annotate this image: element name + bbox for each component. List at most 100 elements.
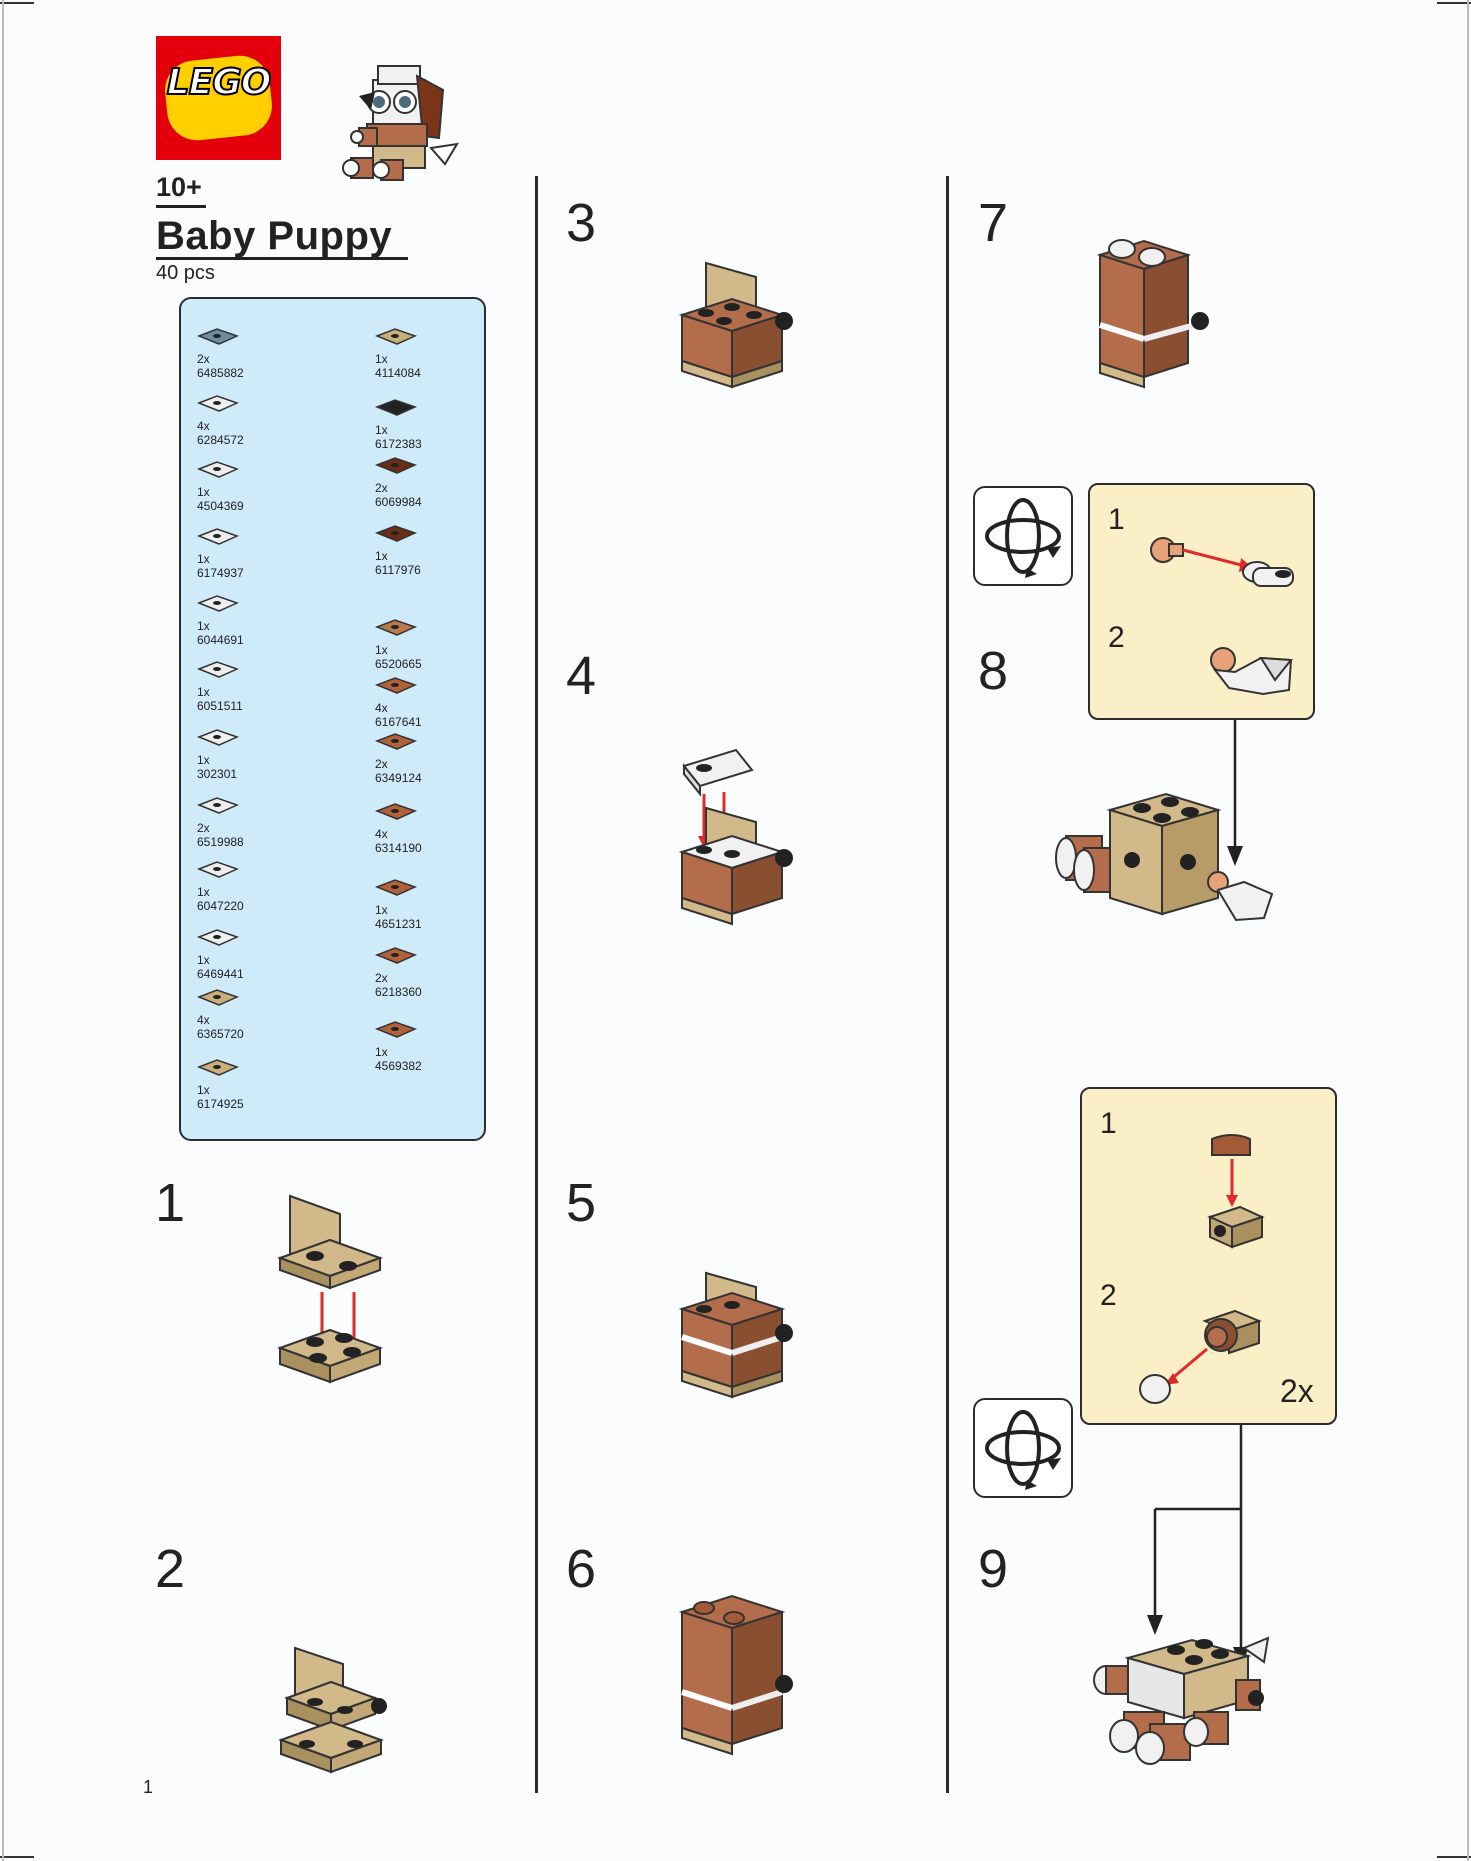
part-element-id: 6485882 bbox=[197, 366, 244, 380]
crop-mark-top-left bbox=[0, 2, 34, 4]
part-icon bbox=[197, 528, 240, 545]
crop-mark-bottom-right bbox=[1437, 1856, 1471, 1858]
part-quantity: 4x bbox=[197, 419, 210, 433]
part-element-id: 6047220 bbox=[197, 899, 244, 913]
set-title-underline bbox=[156, 257, 408, 260]
part-element-id: 6218360 bbox=[375, 985, 422, 999]
part-icon bbox=[375, 677, 418, 694]
part-icon bbox=[197, 661, 240, 678]
step-3-illustration bbox=[678, 261, 793, 389]
step-7-illustration bbox=[1096, 239, 1209, 389]
part-element-id: 4651231 bbox=[375, 917, 422, 931]
column-divider-2 bbox=[946, 176, 949, 1793]
step-number-5: 5 bbox=[566, 1173, 597, 1233]
column-divider-1 bbox=[535, 176, 538, 1793]
puppy-model-image bbox=[342, 65, 459, 181]
step-9-sub-assembly-callout: 1 2 2x bbox=[1080, 1087, 1337, 1425]
part-icon bbox=[197, 328, 240, 345]
part-quantity: 4x bbox=[197, 1013, 210, 1027]
part-icon bbox=[375, 525, 418, 542]
step-8-substep-1: 1 bbox=[1108, 503, 1125, 536]
part-quantity: 1x bbox=[197, 753, 210, 767]
step-number-9: 9 bbox=[978, 1539, 1009, 1599]
step-number-4: 4 bbox=[566, 646, 597, 706]
part-icon bbox=[197, 729, 240, 746]
part-quantity: 4x bbox=[375, 701, 388, 715]
step-9-substep-2-art bbox=[1139, 1309, 1262, 1404]
step-8-connector-arrow bbox=[1227, 720, 1243, 866]
step-8-substep-1-art bbox=[1150, 537, 1294, 587]
step-number-6: 6 bbox=[566, 1539, 597, 1599]
age-rating: 10+ bbox=[156, 172, 202, 202]
part-icon bbox=[375, 328, 418, 345]
part-quantity: 2x bbox=[197, 821, 210, 835]
step-number-3: 3 bbox=[566, 193, 597, 253]
lego-logo-text: LEGO bbox=[166, 61, 273, 104]
part-icon bbox=[375, 399, 418, 416]
part-quantity: 1x bbox=[197, 953, 210, 967]
step-4-illustration bbox=[678, 748, 793, 926]
rotate-model-icon-step9 bbox=[973, 1398, 1073, 1498]
part-icon bbox=[197, 797, 240, 814]
step-number-2: 2 bbox=[155, 1539, 186, 1599]
page-edge-right bbox=[1467, 0, 1469, 1861]
step-number-1: 1 bbox=[155, 1173, 186, 1233]
part-quantity: 1x bbox=[197, 619, 210, 633]
piece-count: 40 pcs bbox=[156, 262, 215, 284]
part-quantity: 1x bbox=[197, 685, 210, 699]
part-element-id: 4504369 bbox=[197, 499, 244, 513]
step-2-illustration bbox=[278, 1646, 387, 1774]
part-quantity: 1x bbox=[197, 1083, 210, 1097]
part-icon bbox=[197, 1059, 240, 1076]
part-icon bbox=[375, 733, 418, 750]
part-icon bbox=[375, 619, 418, 636]
part-element-id: 6174925 bbox=[197, 1097, 244, 1111]
step-5-illustration bbox=[678, 1271, 793, 1399]
part-element-id: 6174937 bbox=[197, 566, 244, 580]
part-element-id: 6069984 bbox=[375, 495, 422, 509]
part-quantity: 2x bbox=[197, 352, 210, 366]
part-element-id: 4569382 bbox=[375, 1059, 422, 1073]
part-quantity: 2x bbox=[375, 971, 388, 985]
part-element-id: 6167641 bbox=[375, 715, 422, 729]
part-element-id: 6349124 bbox=[375, 771, 422, 785]
part-icon bbox=[197, 929, 240, 946]
part-element-id: 6469441 bbox=[197, 967, 244, 981]
part-element-id: 302301 bbox=[197, 767, 238, 781]
crop-mark-top-right bbox=[1437, 2, 1471, 4]
part-quantity: 1x bbox=[375, 903, 388, 917]
part-element-id: 6172383 bbox=[375, 437, 422, 451]
part-icon bbox=[375, 1021, 418, 1038]
step-6-illustration bbox=[678, 1594, 793, 1756]
rotate-model-icon-step8 bbox=[973, 486, 1073, 586]
part-element-id: 6365720 bbox=[197, 1027, 244, 1041]
part-element-id: 4114084 bbox=[375, 366, 421, 380]
page-edge-left bbox=[2, 0, 4, 1861]
step-8-substep-2-art bbox=[1210, 647, 1293, 696]
part-quantity: 4x bbox=[375, 827, 388, 841]
part-element-id: 6044691 bbox=[197, 633, 244, 647]
step-number-7: 7 bbox=[978, 193, 1009, 253]
step-8-substep-2: 2 bbox=[1108, 621, 1125, 654]
step-1-illustration bbox=[277, 1194, 383, 1384]
